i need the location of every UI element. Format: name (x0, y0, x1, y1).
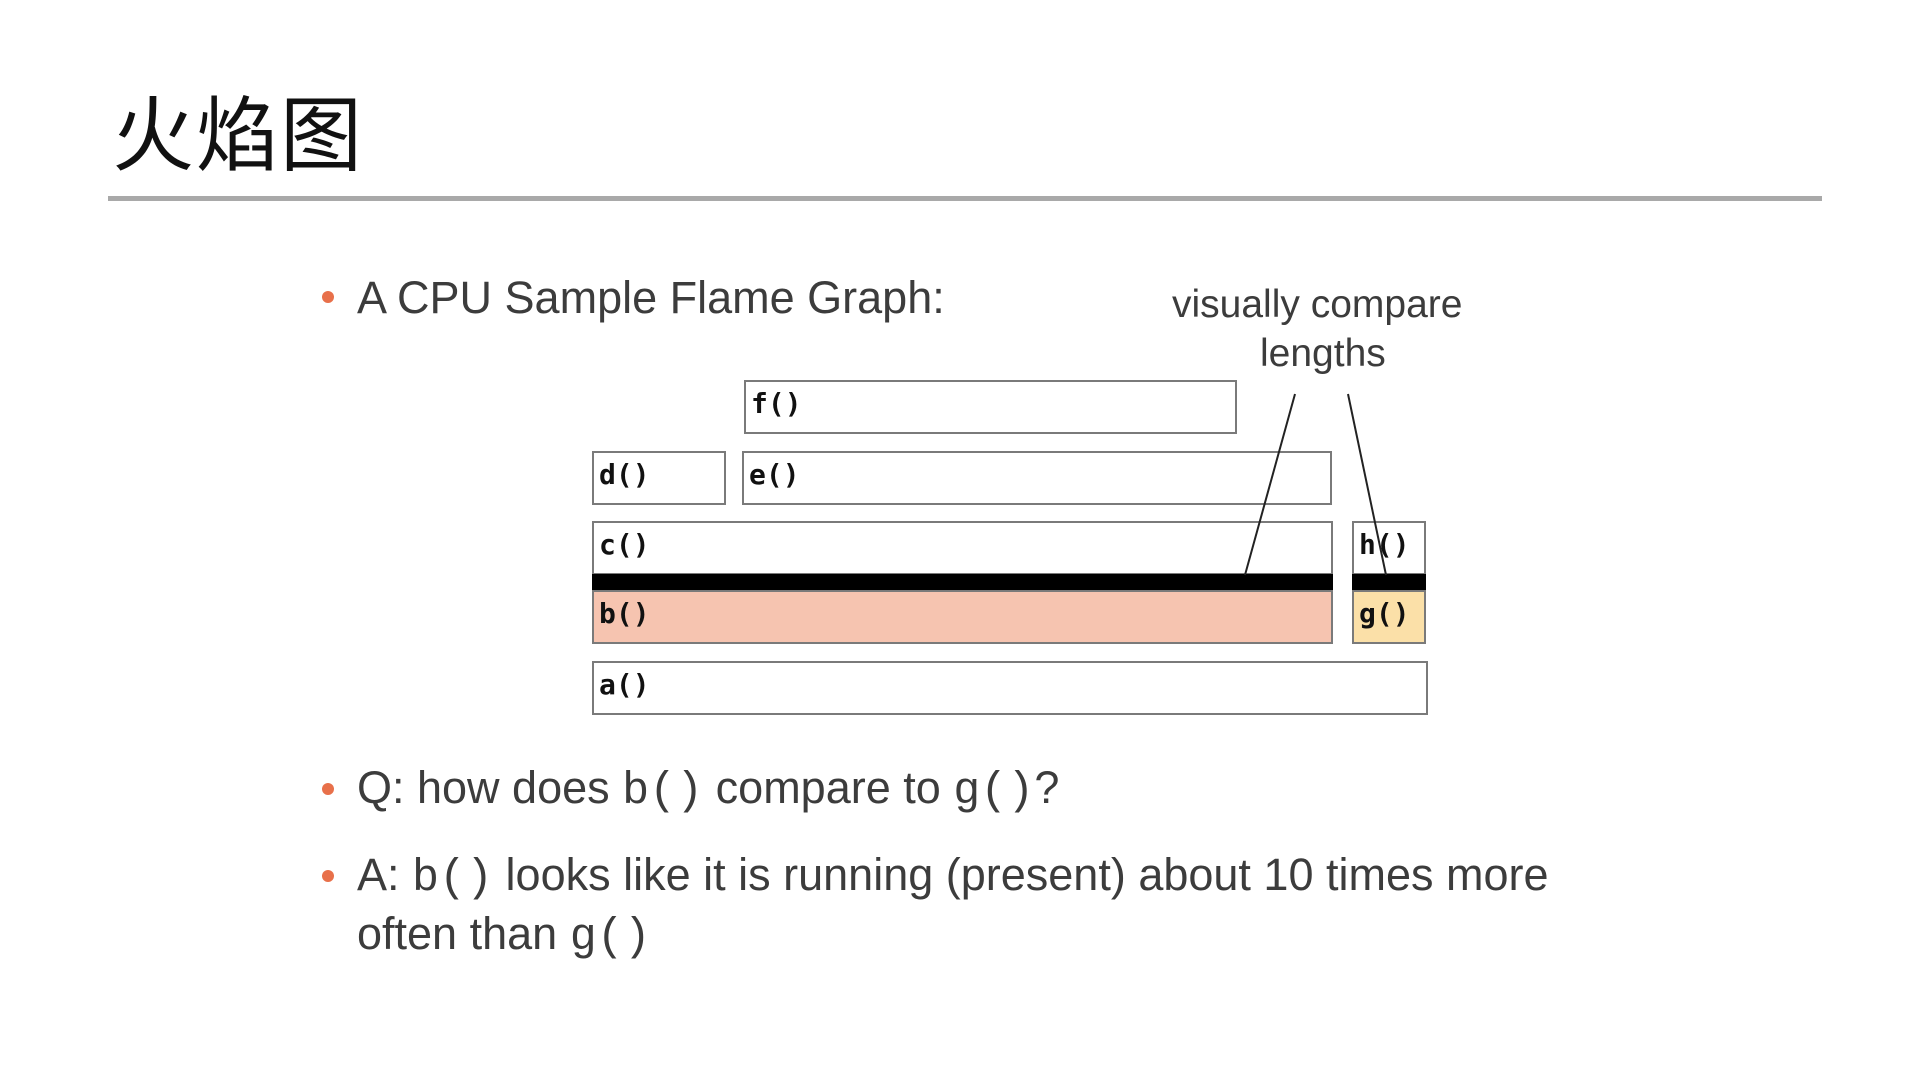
bullet-marker (322, 870, 334, 882)
answer-code-b: b() (412, 853, 494, 904)
frame-f: f() (744, 380, 1237, 434)
highlight-bar-b (592, 574, 1333, 592)
question-code-g: g() (953, 766, 1035, 817)
bullet-flame-graph-heading: A CPU Sample Flame Graph: (357, 272, 945, 323)
frame-label-h: h() (1359, 528, 1410, 561)
bullet-question: Q: how does b() compare to g()? (357, 760, 1059, 820)
question-code-b: b() (622, 766, 704, 817)
frame-e: e() (742, 451, 1332, 505)
frame-h: h() (1352, 521, 1426, 575)
frame-label-f: f() (751, 387, 802, 420)
frame-g: g() (1352, 590, 1426, 644)
frame-d: d() (592, 451, 726, 505)
bullet-answer-line-2: often than g() (357, 906, 651, 966)
frame-label-a: a() (599, 668, 650, 701)
frame-label-g: g() (1359, 597, 1410, 630)
bullet-marker (322, 783, 334, 795)
highlight-bar-g (1352, 574, 1426, 592)
frame-b: b() (592, 590, 1333, 644)
frame-a: a() (592, 661, 1428, 715)
frame-label-c: c() (599, 528, 650, 561)
frame-label-e: e() (749, 458, 800, 491)
question-prefix: Q: how does (357, 762, 623, 813)
frame-label-d: d() (599, 458, 650, 491)
frame-label-b: b() (599, 597, 650, 630)
answer-line2-prefix: often than (357, 908, 570, 959)
answer-line1-rest: looks like it is running (present) about… (493, 849, 1549, 900)
question-suffix: ? (1034, 762, 1060, 813)
answer-prefix: A: (357, 849, 413, 900)
bullet-answer-line-1: A: b() looks like it is running (present… (357, 847, 1549, 907)
annotation-line-1: visually compare (1172, 283, 1463, 326)
annotation-line-2: lengths (1260, 332, 1386, 375)
question-mid: compare to (703, 762, 954, 813)
slide-title: 火焰图 (112, 89, 365, 184)
answer-code-g: g() (569, 912, 651, 963)
frame-c: c() (592, 521, 1333, 575)
title-divider (108, 196, 1822, 201)
bullet-marker (322, 291, 334, 303)
